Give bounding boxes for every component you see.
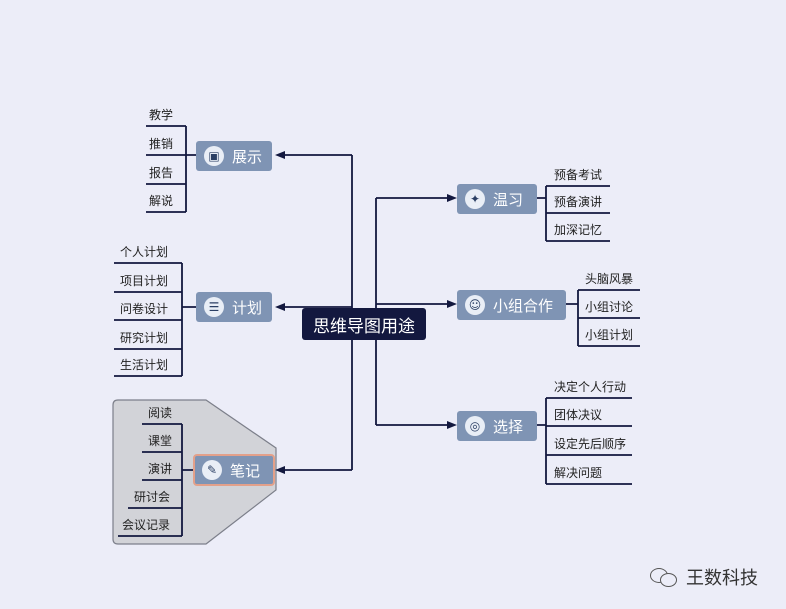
leaf-notes-1[interactable]: 阅读 <box>148 406 173 420</box>
topic-choice-label: 选择 <box>493 417 524 436</box>
leaf-plan-3[interactable]: 问卷设计 <box>120 302 169 316</box>
leaf-choice-2[interactable]: 团体决议 <box>554 408 603 422</box>
topic-plan-label: 计划 <box>232 298 263 317</box>
topic-display-label: 展示 <box>232 147 263 166</box>
arrow-review <box>447 194 457 202</box>
watermark: 王数科技 <box>650 564 758 590</box>
arrow-plan <box>275 303 285 311</box>
leaf-display-2[interactable]: 推销 <box>149 137 174 151</box>
arrow-display <box>275 151 285 159</box>
leaf-group-2[interactable]: 小组讨论 <box>585 300 634 314</box>
leaf-review-1[interactable]: 预备考试 <box>554 168 603 182</box>
choice-leaf-bracket <box>537 397 632 485</box>
notebook-icon: ✎ <box>202 460 222 480</box>
leaf-display-4[interactable]: 解说 <box>149 194 174 208</box>
topic-notes[interactable]: ✎ 笔记 <box>193 454 275 486</box>
teamwork-icon: ☺ <box>465 295 485 315</box>
leaf-choice-1[interactable]: 决定个人行动 <box>554 380 627 394</box>
watermark-text: 王数科技 <box>686 568 758 589</box>
review-leaf-bracket <box>537 185 610 242</box>
arrow-notes <box>275 466 285 474</box>
leaf-choice-3[interactable]: 设定先后顺序 <box>554 437 627 451</box>
presentation-icon: ▣ <box>204 146 224 166</box>
leaf-notes-4[interactable]: 研讨会 <box>134 490 171 504</box>
target-icon: ◎ <box>465 416 485 436</box>
arrow-group <box>447 300 457 308</box>
leaf-notes-2[interactable]: 课堂 <box>148 434 173 448</box>
topic-choice[interactable]: ◎ 选择 <box>457 411 537 441</box>
leaf-plan-2[interactable]: 项目计划 <box>120 274 169 288</box>
leaf-review-2[interactable]: 预备演讲 <box>554 195 603 209</box>
notes-leaf-bracket <box>118 423 196 537</box>
topic-review[interactable]: ✦ 温习 <box>457 184 537 214</box>
leaf-group-3[interactable]: 小组计划 <box>585 328 634 342</box>
plan-leaf-bracket <box>114 262 196 377</box>
topic-group-label: 小组合作 <box>493 296 554 315</box>
group-leaf-bracket <box>566 289 640 347</box>
leaf-notes-3[interactable]: 演讲 <box>148 462 173 476</box>
leaf-display-3[interactable]: 报告 <box>149 166 174 180</box>
brain-icon: ✦ <box>465 189 485 209</box>
checklist-icon: ☰ <box>204 297 224 317</box>
wechat-icon <box>650 566 678 588</box>
topic-plan[interactable]: ☰ 计划 <box>196 292 272 322</box>
central-topic[interactable]: 思维导图用途 <box>302 308 426 340</box>
leaf-group-1[interactable]: 头脑风暴 <box>585 272 634 286</box>
leaf-plan-4[interactable]: 研究计划 <box>120 331 169 345</box>
leaf-review-3[interactable]: 加深记忆 <box>554 223 603 237</box>
leaf-plan-5[interactable]: 生活计划 <box>120 358 169 372</box>
leaf-notes-5[interactable]: 会议记录 <box>122 518 171 532</box>
display-leaf-bracket <box>146 125 196 213</box>
topic-notes-label: 笔记 <box>230 461 261 480</box>
leaf-display-1[interactable]: 教学 <box>149 108 174 122</box>
arrow-choice <box>447 421 457 429</box>
topic-display[interactable]: ▣ 展示 <box>196 141 272 171</box>
leaf-choice-4[interactable]: 解决问题 <box>554 466 603 480</box>
topic-review-label: 温习 <box>493 190 524 209</box>
topic-group[interactable]: ☺ 小组合作 <box>457 290 566 320</box>
leaf-plan-1[interactable]: 个人计划 <box>120 245 169 259</box>
